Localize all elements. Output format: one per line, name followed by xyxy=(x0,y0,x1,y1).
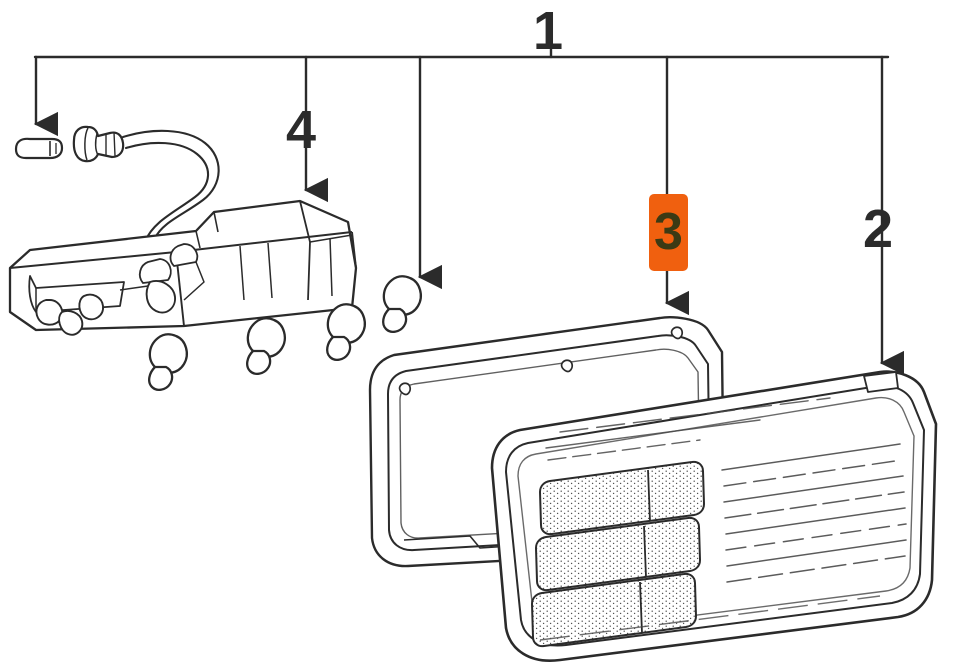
callout-number-1: 1 xyxy=(533,1,563,61)
leader-bracket-group xyxy=(33,45,904,376)
lens-reflector-bar-3 xyxy=(531,572,697,648)
callout-number-2: 2 xyxy=(863,199,893,259)
lens-fresnel-striations-upper xyxy=(545,397,831,461)
lamp-housing-body xyxy=(8,199,358,336)
loose-bulb-d xyxy=(382,275,422,333)
lens-fresnel-striations xyxy=(721,443,907,583)
lens-reflector-bar-1 xyxy=(539,460,705,536)
lens-cover xyxy=(490,370,938,662)
callout-number-3-highlighted[interactable]: 3 xyxy=(649,194,688,271)
lens-reflector-bar-2 xyxy=(535,516,701,592)
loose-bulb-a xyxy=(148,333,188,391)
loose-bulb-b xyxy=(246,317,286,375)
callout-number-4: 4 xyxy=(286,100,316,160)
bulb-socket-connector xyxy=(72,125,125,163)
loose-bulb-c xyxy=(326,303,366,361)
small-wedge-bulb xyxy=(14,137,64,160)
